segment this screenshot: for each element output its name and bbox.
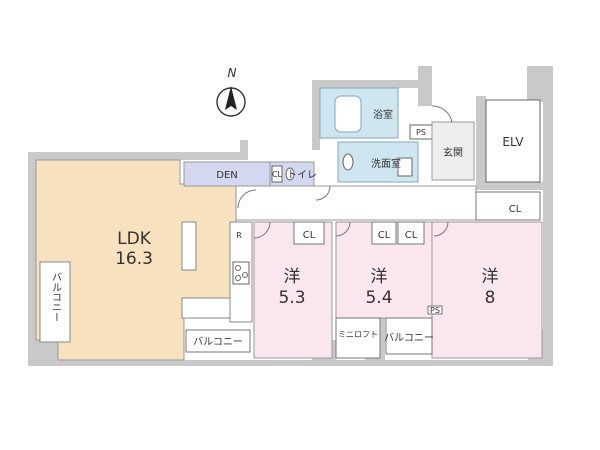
door-swing (335, 221, 351, 237)
mini-loft-area (335, 317, 381, 359)
balcony-left-label: バルコニー (50, 272, 62, 322)
den-area (183, 161, 271, 187)
ldk-label: LDK (117, 229, 152, 249)
bedroom-3-area (431, 221, 543, 359)
entrance-area (431, 121, 475, 181)
bath-label: 浴室 (373, 108, 393, 121)
hallway (235, 185, 477, 221)
burner-icon (235, 265, 241, 271)
den-label: DEN (216, 170, 238, 181)
bathtub-icon (334, 95, 362, 133)
bedroom-1-size: 5.3 (278, 288, 305, 308)
wall-elv-left (476, 96, 486, 186)
wall-bottom (28, 360, 553, 366)
room-bedroom-1: CL 洋 5.3 (253, 221, 333, 359)
burner-icon (242, 272, 248, 278)
wall-bath-top (312, 80, 432, 88)
mini-loft-label: ミニロフト (338, 330, 378, 339)
bedroom-2-cl-label-b: CL (405, 230, 418, 241)
room-den: DEN (183, 161, 271, 187)
elevator: ELV (485, 99, 541, 183)
closet-upper-right-label: CL (509, 204, 522, 215)
sink-icon (342, 153, 354, 171)
door-swing (237, 189, 257, 209)
wall-right (543, 100, 553, 365)
door-swing (433, 221, 449, 237)
elv-label: ELV (502, 135, 524, 149)
north-compass: N (216, 66, 246, 117)
ldk-size: 16.3 (115, 249, 153, 269)
compass-north-label: N (228, 66, 237, 80)
bath-area (319, 87, 399, 139)
kitchen-counter (181, 221, 197, 271)
washroom-label: 洗面室 (371, 157, 401, 170)
toilet-bowl-icon (285, 167, 295, 181)
balcony-left-area (39, 261, 71, 343)
balcony-bottom-left: バルコニー (185, 329, 251, 353)
mini-loft: ミニロフト (335, 317, 381, 359)
column-top-center (418, 66, 432, 106)
room-bedroom-3: 洋 8 (431, 221, 543, 359)
balcony-bottom-left-area (185, 329, 251, 353)
closet-upper-right: CL (475, 191, 541, 221)
room-bedroom-2: CL CL 洋 5.4 (335, 221, 433, 319)
stove-icon (232, 261, 250, 285)
north-arrow-icon (225, 86, 237, 110)
room-washroom: 洗面室 (337, 141, 419, 183)
bedroom-1-label: 洋 (284, 267, 301, 287)
bedroom-1-closet (293, 221, 325, 245)
closet-upper-right-box (475, 191, 541, 221)
bedroom-1-cl-label: CL (303, 230, 316, 241)
balcony-bottom-right-area (385, 317, 433, 355)
room-bath: 浴室 (319, 87, 399, 139)
toilet-cl-label: CL (272, 170, 283, 179)
column-top-right (527, 66, 553, 102)
balcony-bottom-right: バルコニー (384, 317, 434, 355)
ps-small-label: PS (430, 306, 440, 315)
washing-machine-icon (397, 157, 413, 177)
toilet-closet (271, 165, 283, 183)
ps-shaft: PS (409, 124, 433, 140)
bedroom-2-size: 5.4 (365, 288, 392, 308)
bedroom-3-label: 洋 (482, 267, 499, 287)
bedroom-2-label: 洋 (371, 267, 388, 287)
elv-area (485, 99, 541, 183)
kitchen-sink (181, 297, 231, 319)
door-swing (315, 185, 331, 201)
balcony-left: バルコニー (39, 261, 71, 343)
balcony-bottom-right-label: バルコニー (384, 332, 434, 344)
ps-label: PS (416, 128, 426, 137)
wall-bath-left (312, 80, 320, 150)
bedroom-2-closet-b (397, 221, 425, 245)
entrance-door-swing (431, 105, 453, 123)
bedroom-2-cl-label-a: CL (378, 230, 391, 241)
bedroom-3-size: 8 (485, 288, 496, 308)
toilet-label: トイレ (287, 170, 317, 181)
bedroom-1-area (253, 221, 333, 359)
ps-small-box (427, 305, 443, 315)
entrance-label: 玄関 (443, 146, 463, 159)
balcony-bottom-left-label: バルコニー (193, 336, 243, 348)
wall-top-left (28, 152, 240, 160)
wall-top-stub (240, 140, 248, 160)
door-swing (253, 221, 271, 239)
room-ldk: R LDK 16.3 (35, 159, 253, 361)
burner-icon (235, 275, 241, 281)
wall-left (28, 152, 36, 362)
bedroom-2-closet-a (371, 221, 397, 245)
room-entrance: 玄関 (431, 105, 475, 181)
room-toilet: CL トイレ (269, 161, 317, 187)
wall-elv-bottom (476, 182, 543, 190)
fridge-label: R (236, 231, 242, 240)
